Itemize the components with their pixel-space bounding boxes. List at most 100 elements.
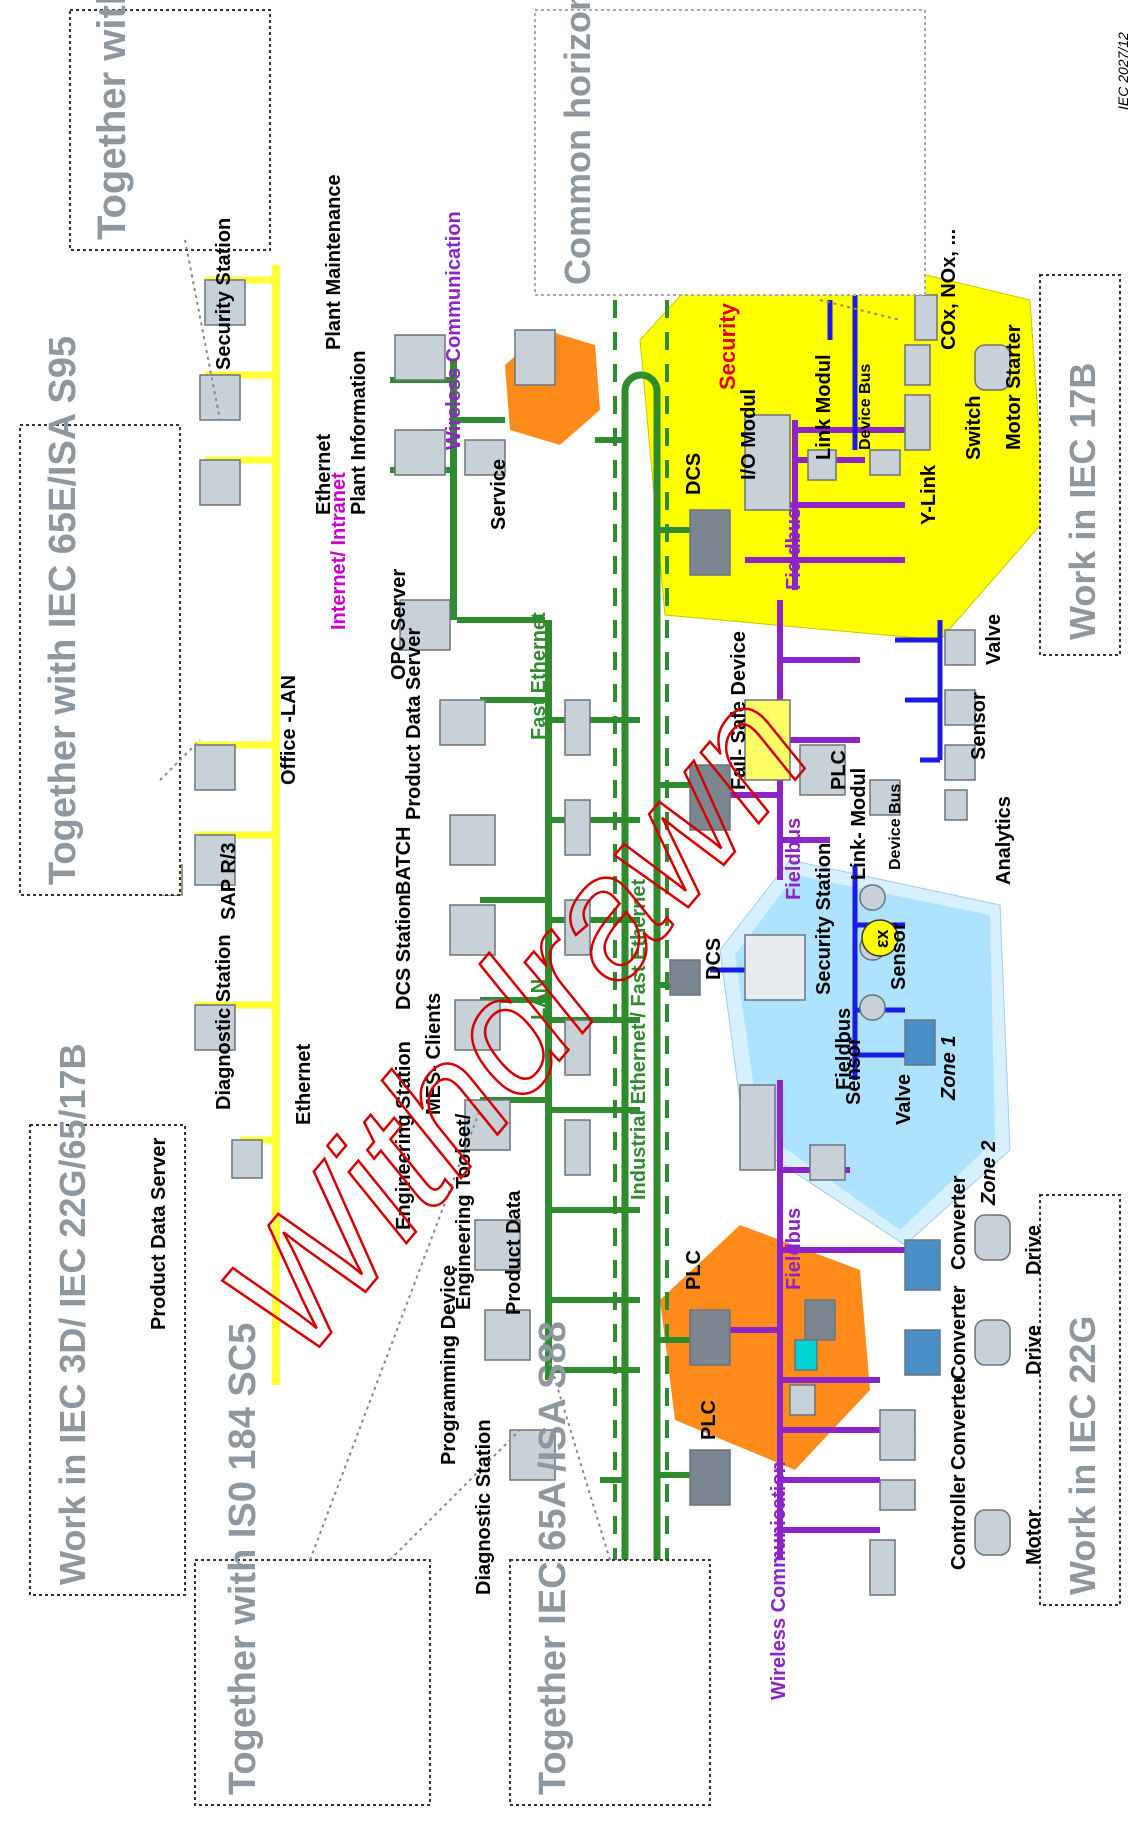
committee-box-iec22g <box>1039 1194 1121 1606</box>
label-batch: BATCH <box>393 826 415 895</box>
committee-text-iso184: Together with IS0 184 SC5 <box>222 1323 264 1795</box>
switch-icon <box>564 799 591 856</box>
label-link-modul-top: Link Modul <box>813 354 835 460</box>
engineering-station-icon <box>464 1099 511 1151</box>
label-product-data-mid: Product Data <box>503 1190 525 1315</box>
label-drive2: Drive <box>1023 1325 1045 1375</box>
wireless-device-icon <box>794 1339 818 1371</box>
label-fail-safe-device: Fail- Safe Device <box>728 631 750 790</box>
label-sensor-ex2: Sensor <box>888 922 910 990</box>
committee-box-iec17b <box>1039 274 1121 656</box>
label-engineering-station: Engineering Station <box>393 1041 415 1230</box>
label-link-modul-mid: Link- Modul <box>848 768 870 880</box>
committee-text-tc65-s99: Together with TC 65/ ISA S99 <box>90 0 134 240</box>
office-pc-icon <box>194 744 236 791</box>
link-module-icon <box>807 449 837 481</box>
label-switch: Switch <box>963 396 985 460</box>
label-wireless-communication-bottom: Wireless Communication <box>768 1461 790 1700</box>
fail-safe-device-icon <box>744 699 791 781</box>
label-lan: LAN <box>528 979 550 1020</box>
label-fieldbus-mid: Fieldbus <box>783 818 805 900</box>
wireless-plc-region <box>660 1225 870 1470</box>
converter-icon <box>879 1409 916 1461</box>
label-product-data-left: Product Data Server <box>148 1137 170 1330</box>
label-plc-mid: PLC <box>828 750 850 790</box>
opc-server-icon <box>399 599 451 651</box>
plant-maintenance-pc-icon <box>394 334 446 381</box>
product-data-server-icon <box>439 699 486 746</box>
plc-controller-icon <box>689 1309 731 1366</box>
motor-icon <box>974 1509 1011 1556</box>
committee-text-iec17b: Work in IEC 17B <box>1062 363 1103 640</box>
controller-box-icon <box>869 1539 896 1596</box>
committee-box-iec3d <box>29 1124 186 1596</box>
sensor-icon <box>944 744 976 781</box>
committee-box-iso184 <box>194 1559 431 1806</box>
committee-box-iec65a <box>509 1559 711 1806</box>
committee-text-iec3d: Work in IEC 3D/ IEC 22G/65/17B <box>52 1043 93 1585</box>
drive-motor-icon <box>974 1319 1011 1366</box>
analytics-icon <box>944 789 968 821</box>
label-motor-starter: Motor Starter <box>1003 324 1025 450</box>
diagnostic-pc-icon <box>194 1004 236 1051</box>
plc-controller-icon <box>689 1449 731 1506</box>
label-plc-lower: PLC <box>683 1250 705 1290</box>
figure-id: IEC 2027/12 <box>1115 32 1131 110</box>
remote-io-icon <box>804 1299 836 1341</box>
office-lan-bus <box>272 265 280 1385</box>
valve-icon <box>944 629 976 666</box>
io-module-icon <box>744 414 791 511</box>
label-fieldbus-top: Fieldbus <box>783 508 805 590</box>
switch-icon <box>564 1119 591 1176</box>
label-mes-clients: MES- Clients <box>423 993 445 1115</box>
committee-box-tc65e-s95 <box>19 424 181 896</box>
label-sensor-right: Sensor <box>968 692 990 760</box>
committee-box-horizontal <box>534 9 926 296</box>
committee-text-iec22g: Work in IEC 22G <box>1062 1316 1103 1595</box>
plc-icon <box>799 744 846 796</box>
label-product-data-server-top: Product Data Server <box>403 627 425 820</box>
label-plant-maintenance: Plant Maintenance <box>323 174 345 350</box>
label-dcs-station: DCS Station <box>393 894 415 1010</box>
label-controller: Controller <box>948 1474 970 1570</box>
label-industrial-ethernet: Industrial Ethernet / Fast Ethernet <box>628 878 650 1200</box>
remote-io-icon <box>739 1084 776 1171</box>
mes-client-icon <box>454 999 501 1051</box>
dcs-controller-icon <box>669 959 701 996</box>
office-pc-icon <box>199 459 241 506</box>
engineering-toolset-icon <box>474 1219 521 1271</box>
link-module-icon <box>869 779 901 816</box>
label-converter3: Converter <box>948 1375 970 1470</box>
label-fast-ethernet: Fast Ethernet <box>528 612 550 740</box>
label-wireless-communication-top: Wireless Communication <box>443 211 465 450</box>
label-dcs-top: DCS <box>683 453 705 495</box>
dcs-controller-icon <box>689 509 731 576</box>
label-fieldbus-ex: Fieldbus <box>833 1008 855 1090</box>
label-ethernet-left: Ethernet <box>293 1044 315 1125</box>
label-internet-intranet: Internet/ Intranet <box>328 472 350 630</box>
label-ethernet: Ethernet <box>313 434 335 515</box>
label-security-station-ex: Security Station <box>813 843 835 995</box>
motor-icon <box>974 344 1011 391</box>
switch-icon <box>564 699 591 756</box>
label-programming-device: Programming Device <box>438 1265 460 1465</box>
service-pc-icon <box>464 439 506 476</box>
label-plant-information: Plant Information <box>348 351 370 515</box>
converter-icon <box>904 1239 941 1291</box>
label-device-bus-top: Device Bus <box>857 364 874 450</box>
label-device-bus-mid: Device Bus <box>887 784 904 870</box>
batch-server-icon <box>449 814 496 866</box>
remote-io-icon <box>809 1144 846 1181</box>
service-laptop-icon <box>514 329 556 386</box>
label-drive1: Drive <box>1023 1225 1045 1275</box>
label-cox-nox: COx, NOx, ... <box>938 229 960 350</box>
diagnostic-station-icon <box>509 1429 556 1481</box>
label-zone2: Zone 2 <box>978 1141 1000 1206</box>
security-pc-icon <box>199 374 241 421</box>
security-pc-icon <box>204 279 246 326</box>
analyzer-icon <box>914 294 938 341</box>
label-sap: SAP R/3 <box>218 843 240 920</box>
committee-text-horizontal: Common horizontal Work with IEC TC 77 IE… <box>557 0 598 285</box>
label-fieldbus-low: Fieldbus <box>783 1208 805 1290</box>
ex-symbol-badge <box>861 919 899 957</box>
